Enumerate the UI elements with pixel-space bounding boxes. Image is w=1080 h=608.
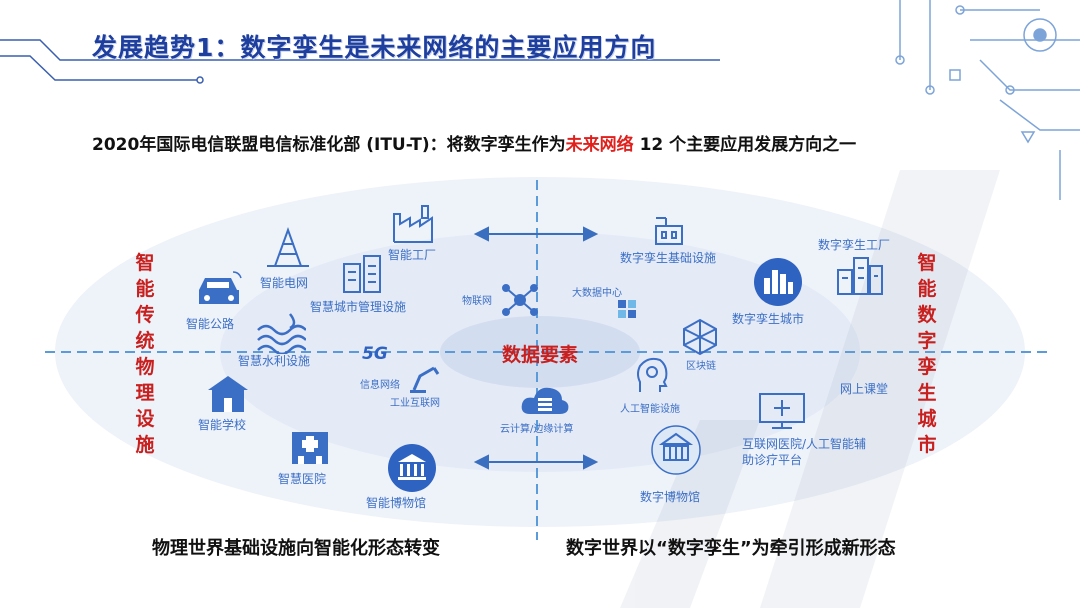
circuit-decoration: [895, 0, 1080, 200]
item-label-cloud: 云计算/边缘计算: [500, 424, 574, 435]
right-side-label: 智能数字孪生城市: [917, 252, 937, 456]
cloud-server-icon: [521, 387, 569, 414]
item-label-grid: 智能电网: [260, 276, 309, 290]
item-label-city-mgmt: 智慧城市管理设施: [310, 300, 407, 314]
water-icon: [257, 313, 306, 354]
item-label-museum: 智能博物馆: [366, 496, 427, 510]
subtitle-highlight: 未来网络: [565, 135, 634, 155]
item-label-school: 智能学校: [198, 418, 247, 432]
factory-icon: [393, 205, 433, 243]
header-line-decoration: [0, 39, 720, 84]
item-label-water: 智慧水利设施: [238, 354, 311, 368]
item-label-bigdata: 大数据中心: [572, 288, 622, 299]
iot-network-icon: [502, 284, 538, 316]
dt-museum-icon: [651, 425, 701, 475]
double-arrow-top: [473, 226, 599, 242]
car-icon: [199, 271, 242, 304]
item-label-iiot: 工业互联网: [390, 398, 440, 409]
big-data-icon: [618, 300, 636, 318]
inner-ellipse: [440, 316, 640, 388]
caption-right: 数字世界以“数字孪生”为牵引形成新形态: [566, 538, 896, 559]
ai-head-icon: [637, 357, 668, 392]
page-title: 发展趋势1：数字孪生是未来网络的主要应用方向: [92, 33, 657, 62]
double-arrow-bottom: [473, 454, 599, 470]
watermark-shape: [620, 170, 1000, 608]
dt-factory-icon: [837, 257, 883, 295]
item-label-dt-factory: 数字孪生工厂: [818, 238, 891, 252]
item-label-blockchain: 区块链: [686, 361, 716, 372]
robot-arm-icon: [410, 366, 440, 393]
item-label-online-class: 网上课堂: [840, 382, 889, 396]
left-side-label: 智能传统物理设施: [135, 252, 155, 456]
item-label-ai: 人工智能设施: [620, 404, 680, 415]
item-label-dt-museum: 数字博物馆: [640, 490, 701, 504]
museum-icon: [388, 444, 436, 492]
caption-left: 物理世界基础设施向智能化形态转变: [152, 538, 440, 559]
online-hospital-icon: [759, 393, 805, 429]
infrastructure-icon: [655, 217, 683, 245]
subtitle-after: 12 个主要应用发展方向之一: [633, 135, 857, 155]
item-label-road: 智能公路: [186, 317, 235, 331]
subtitle: 2020年国际电信联盟电信标准化部 (ITU-T)：将数字孪生作为未来网络 12…: [92, 130, 856, 155]
item-label-dt-city: 数字孪生城市: [732, 312, 805, 326]
item-label-factory: 智能工厂: [388, 248, 437, 262]
item-label-internet-hospital: 互联网医院/人工智能辅助诊疗平台: [742, 437, 867, 467]
blockchain-icon: [683, 318, 717, 356]
city-buildings-icon: [343, 255, 381, 293]
school-icon: [208, 376, 248, 412]
hospital-icon: [292, 432, 328, 464]
power-grid-icon: [267, 227, 309, 267]
dt-city-icon: [754, 258, 802, 306]
subtitle-before: 2020年国际电信联盟电信标准化部 (ITU-T)：将数字孪生作为: [92, 135, 566, 155]
item-label-net: 信息网络: [360, 380, 400, 391]
item-label-iot: 物联网: [462, 296, 492, 307]
five-g-badge: 5G: [362, 344, 388, 364]
item-label-infra: 数字孪生基础设施: [620, 251, 717, 265]
center-label: 数据要素: [501, 344, 578, 366]
item-label-hospital: 智慧医院: [278, 472, 327, 486]
